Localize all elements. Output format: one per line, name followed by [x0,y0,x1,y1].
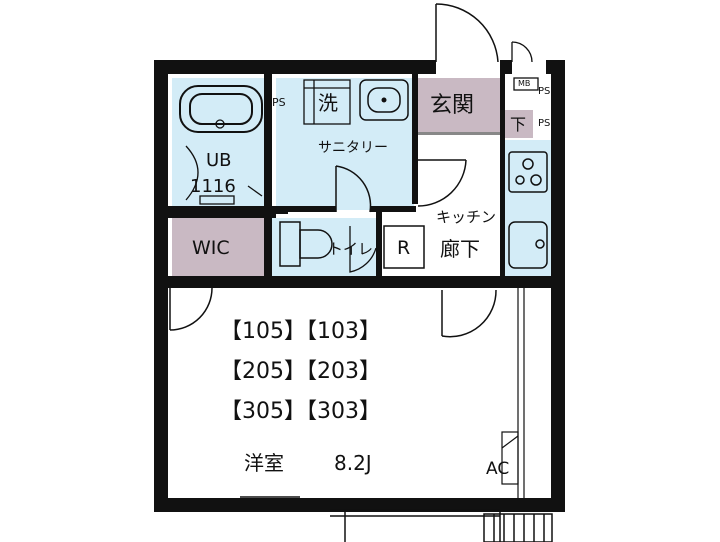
kitchen-label: キッチン [436,208,496,226]
refrigerator-space [383,225,425,269]
sanitary-door [335,165,372,213]
shita-box [505,110,533,138]
washbasin [359,79,409,121]
outer-walls [154,60,565,512]
sanitary-area [276,78,414,210]
western-room-size: 8.2J [334,451,372,475]
washbasin-drain-icon [381,97,387,103]
kitchen-counter [505,140,551,278]
ac-label: AC [486,459,509,479]
partition-line [418,132,500,135]
bath-drain-icon [215,119,225,129]
hallway-label: 廊下 [440,237,480,261]
sentaku-label: 洗 [318,91,338,115]
unit-numbers-row-2: 【205】【203】 [220,359,381,384]
entrance-door [435,3,499,63]
ub-washbasin [185,145,263,205]
wic-label: WIC [192,237,230,259]
ub-label: UB [206,150,232,171]
toilet-door [349,226,377,273]
wic-area [172,218,268,276]
meter-box [511,41,539,91]
washing-machine-pan [303,79,351,125]
genkan-label: 玄関 [430,93,474,118]
ps-label-left: PS [272,96,286,109]
western-room-door [441,289,497,338]
western-room-label: 洋室 [244,451,284,475]
bathtub [179,85,263,133]
toilet-label: トイレ [328,240,373,258]
refrigerator-label: R [397,237,410,259]
outdoor-unit [483,513,553,542]
ac-unit [501,431,519,485]
mb-label: MB [518,79,530,88]
shita-label: 下 [510,115,526,134]
genkan-area [418,78,500,132]
ps-label-right: PS [538,118,550,129]
balcony-windows [240,496,501,542]
stove [508,151,548,193]
sanitary-label: サニタリー [318,140,388,156]
ub-size-label: 1116 [190,176,236,197]
unit-numbers-row-3: 【305】【303】 [220,399,381,424]
kitchen-sink [508,221,548,269]
unit-numbers-row-1: 【105】【103】 [220,319,381,344]
wic-door [169,287,213,331]
toilet-bowl [279,221,333,267]
hall-door [417,159,467,207]
closet-line [517,288,525,498]
unit-bath-area [172,78,268,206]
inner-walls [168,74,551,288]
ps-label-right-top: PS [538,86,550,97]
